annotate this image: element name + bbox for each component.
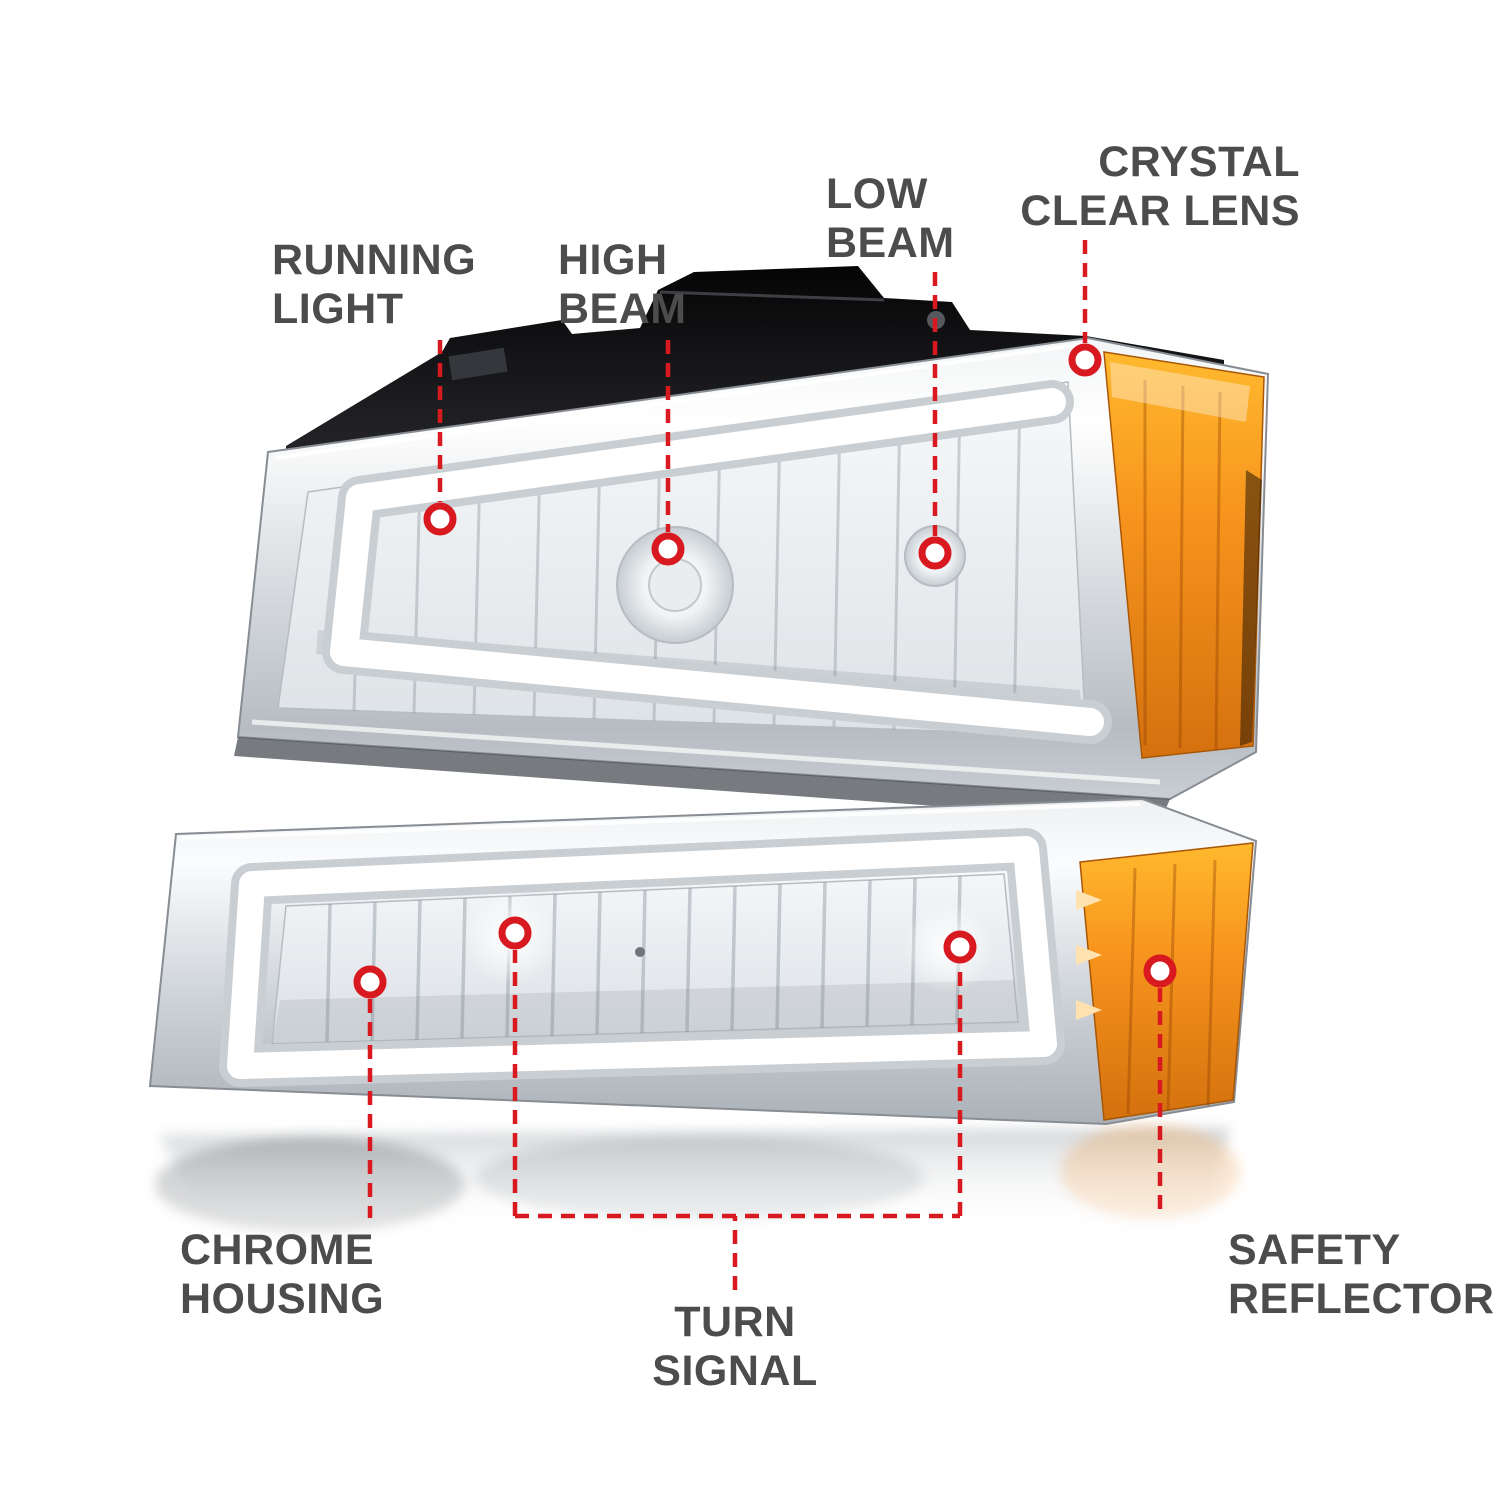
marker-running-light xyxy=(423,502,457,536)
marker-turn-signal-left xyxy=(498,916,532,950)
upper-amber-reflector xyxy=(1103,351,1265,759)
label-chrome-housing-line1: CHROME xyxy=(180,1226,375,1274)
marker-safety-reflector xyxy=(1143,954,1177,988)
leader-lines xyxy=(367,240,1163,1290)
label-high-beam: HIGH BEAM xyxy=(558,236,687,334)
label-turn-signal-line2: SIGNAL xyxy=(652,1347,818,1396)
housing-edge-line xyxy=(659,290,885,302)
turn-signal-bar-ring xyxy=(219,828,1065,1087)
label-chrome-housing-line2: HOUSING xyxy=(180,1275,385,1324)
label-low-beam-line2: BEAM xyxy=(826,219,955,268)
label-low-beam-line1: LOW xyxy=(826,170,928,218)
lower-lens xyxy=(271,873,1019,1045)
label-crystal-clear-lens-line2: CLEAR LENS xyxy=(1020,187,1300,236)
marker-high-beam xyxy=(651,532,685,566)
marker-crystal-lens xyxy=(1068,343,1102,377)
marker-turn-signal-right xyxy=(943,930,977,964)
lower-bumper-light xyxy=(148,797,1258,1126)
label-running-light-line1: RUNNING xyxy=(272,236,477,284)
label-crystal-clear-lens-line1: CRYSTAL xyxy=(1098,138,1300,186)
leader-turn-signal xyxy=(512,950,963,1290)
label-crystal-clear-lens: CRYSTAL CLEAR LENS xyxy=(1020,138,1300,236)
lens-dot xyxy=(635,947,645,957)
upper-headlight xyxy=(236,266,1270,801)
label-low-beam: LOW BEAM xyxy=(826,170,955,268)
label-safety-reflector: SAFETY REFLECTOR xyxy=(1228,1226,1495,1324)
label-chrome-housing: CHROME HOUSING xyxy=(180,1226,384,1324)
label-safety-reflector-line2: REFLECTOR xyxy=(1228,1275,1495,1324)
high-beam-bulb xyxy=(616,526,734,644)
callout-markers xyxy=(353,343,1177,999)
black-housing-top xyxy=(286,266,1224,460)
label-running-light-line2: LIGHT xyxy=(272,285,404,334)
housing-clip xyxy=(448,347,508,381)
running-light-bar xyxy=(322,380,1112,744)
label-turn-signal: TURN SIGNAL xyxy=(610,1298,860,1396)
lamp-seam-shadow xyxy=(234,737,1170,822)
reflection-fade xyxy=(80,1125,1440,1315)
upper-bottom-highlight xyxy=(251,719,1161,785)
upper-top-highlight xyxy=(275,342,1086,460)
label-running-light: RUNNING LIGHT xyxy=(272,236,476,334)
lower-top-highlight xyxy=(181,802,1141,840)
marker-low-beam xyxy=(918,536,952,570)
label-high-beam-line2: BEAM xyxy=(558,285,687,334)
lower-lens-band xyxy=(272,980,1018,1044)
label-high-beam-line1: HIGH xyxy=(558,236,668,284)
label-turn-signal-line1: TURN xyxy=(674,1298,796,1346)
label-safety-reflector-line1: SAFETY xyxy=(1228,1226,1401,1274)
marker-chrome-housing xyxy=(353,965,387,999)
